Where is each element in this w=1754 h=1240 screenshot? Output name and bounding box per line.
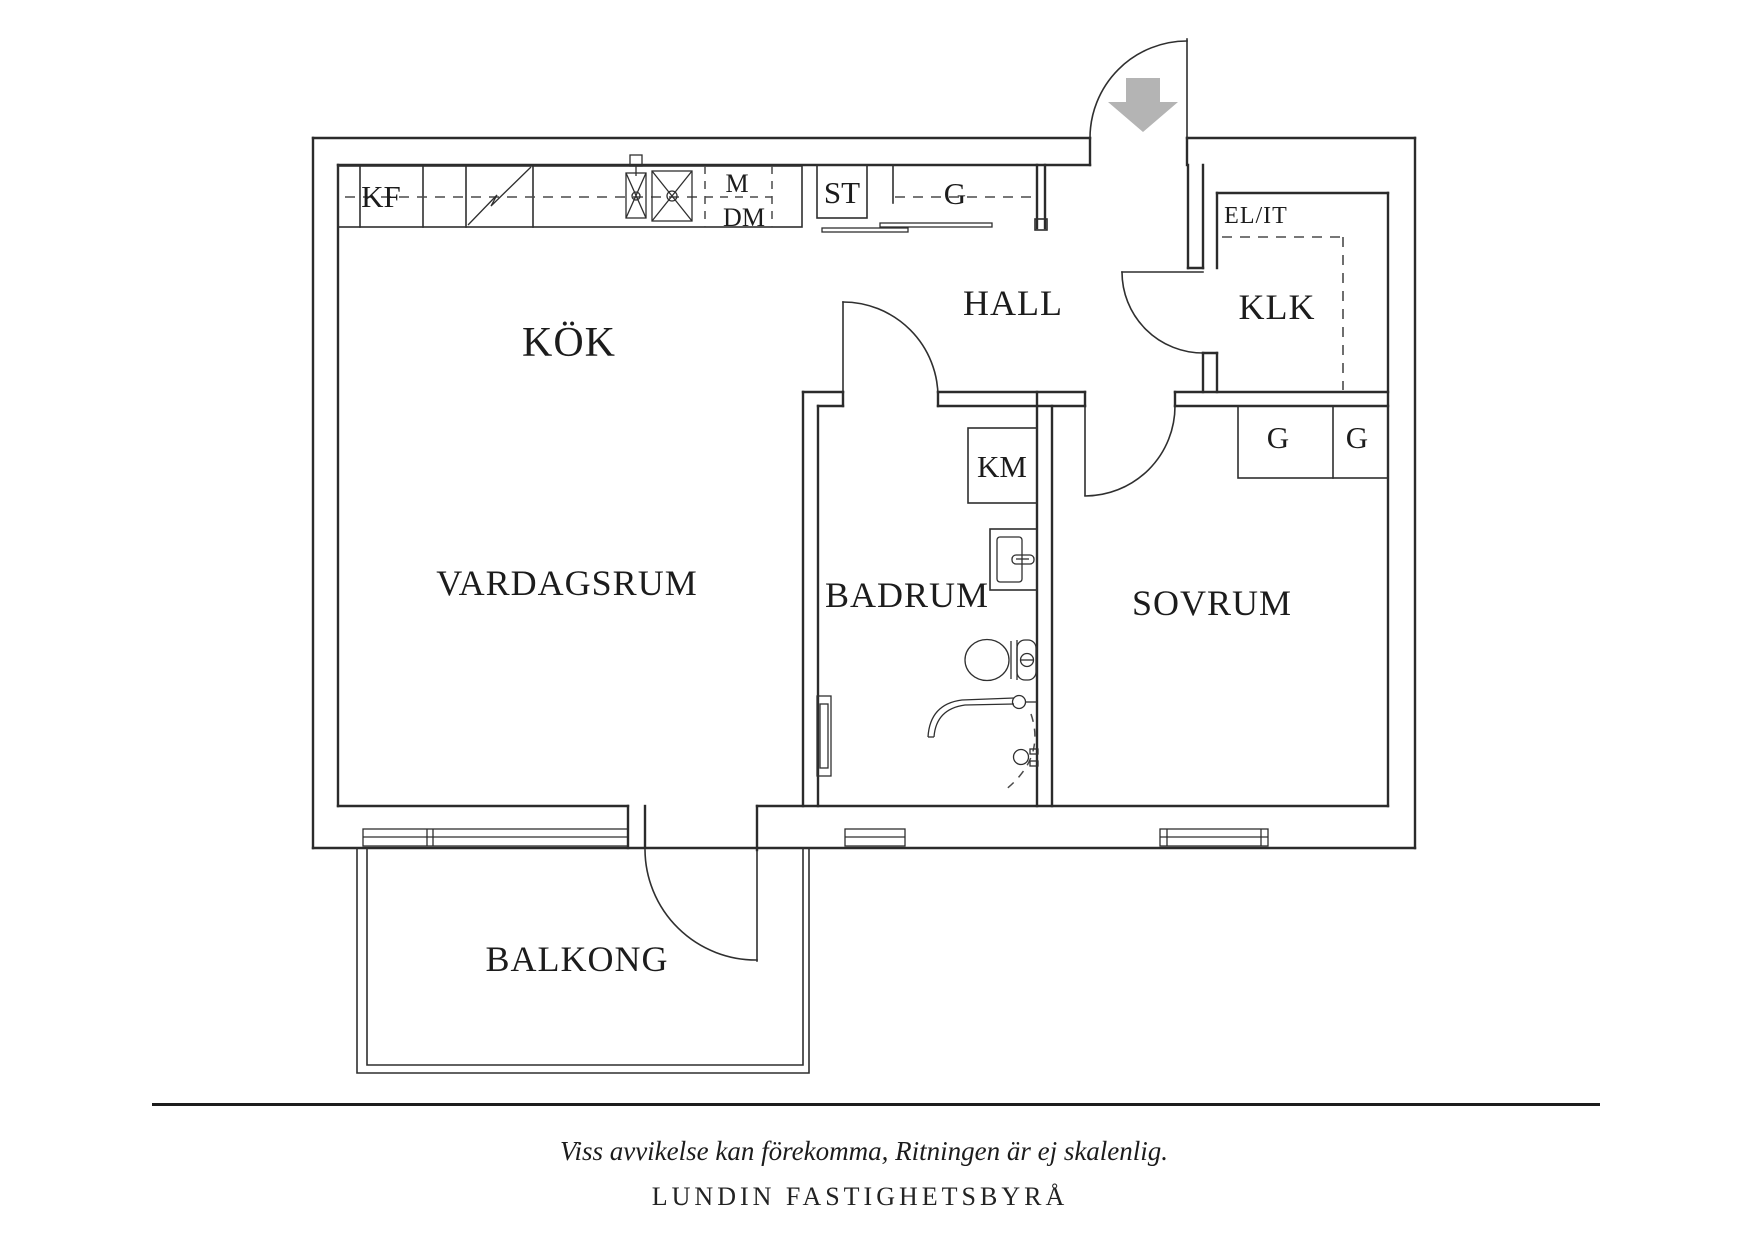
room-label-bedroom: SOVRUM <box>1132 583 1292 623</box>
footer-disclaimer: Viss avvikelse kan förekomma, Ritningen … <box>560 1136 1168 1166</box>
st-closet <box>816 164 868 219</box>
klk-room <box>1215 191 1390 390</box>
shower-symbol <box>927 694 1039 792</box>
toilet-symbol <box>964 638 1037 682</box>
label-dishwasher: DM <box>723 203 765 232</box>
label-bedroom-wardrobe-1: G <box>1267 420 1289 455</box>
bathroom-window <box>844 828 906 847</box>
bathroom-door <box>842 301 939 398</box>
bedroom-door <box>1084 405 1176 497</box>
room-label-balcony: BALKONG <box>486 939 669 979</box>
room-label-closet-room: KLK <box>1239 287 1316 327</box>
label-electrical-it: EL/IT <box>1224 203 1288 229</box>
bedroom-wardrobes <box>1237 405 1389 479</box>
room-label-bathroom: BADRUM <box>825 575 989 615</box>
south-hall-wall <box>801 390 1390 408</box>
hall-wardrobe <box>821 163 1048 233</box>
outer-walls <box>311 136 1417 850</box>
room-label-living-room: VARDAGSRUM <box>436 563 697 603</box>
label-microwave: M <box>725 169 748 198</box>
footer-brand: LUNDIN FASTIGHETSBYRÅ <box>652 1182 1068 1211</box>
sink-symbol <box>625 154 693 222</box>
washbasin-symbol <box>989 528 1038 591</box>
label-hall-wardrobe: G <box>944 176 966 211</box>
kitchen-counter <box>337 154 803 228</box>
label-fridge-freezer: KF <box>361 179 401 214</box>
entrance-door <box>1089 38 1188 141</box>
living-room-window <box>362 828 629 847</box>
washing-machine <box>967 427 1038 504</box>
klk-wall-and-door <box>1121 163 1219 394</box>
balcony-door <box>644 849 758 962</box>
label-washer: KM <box>977 449 1027 484</box>
room-label-hall: HALL <box>963 283 1063 323</box>
stove-symbol <box>467 166 532 226</box>
bathroom-radiator <box>816 695 832 777</box>
room-label-kitchen: KÖK <box>522 320 616 366</box>
bedroom-window <box>1159 828 1269 847</box>
label-cleaning-closet: ST <box>824 175 860 210</box>
footer-divider <box>152 1103 1600 1106</box>
label-bedroom-wardrobe-2: G <box>1346 420 1368 455</box>
entry-arrow-icon <box>1108 78 1178 132</box>
balcony <box>356 804 810 1074</box>
